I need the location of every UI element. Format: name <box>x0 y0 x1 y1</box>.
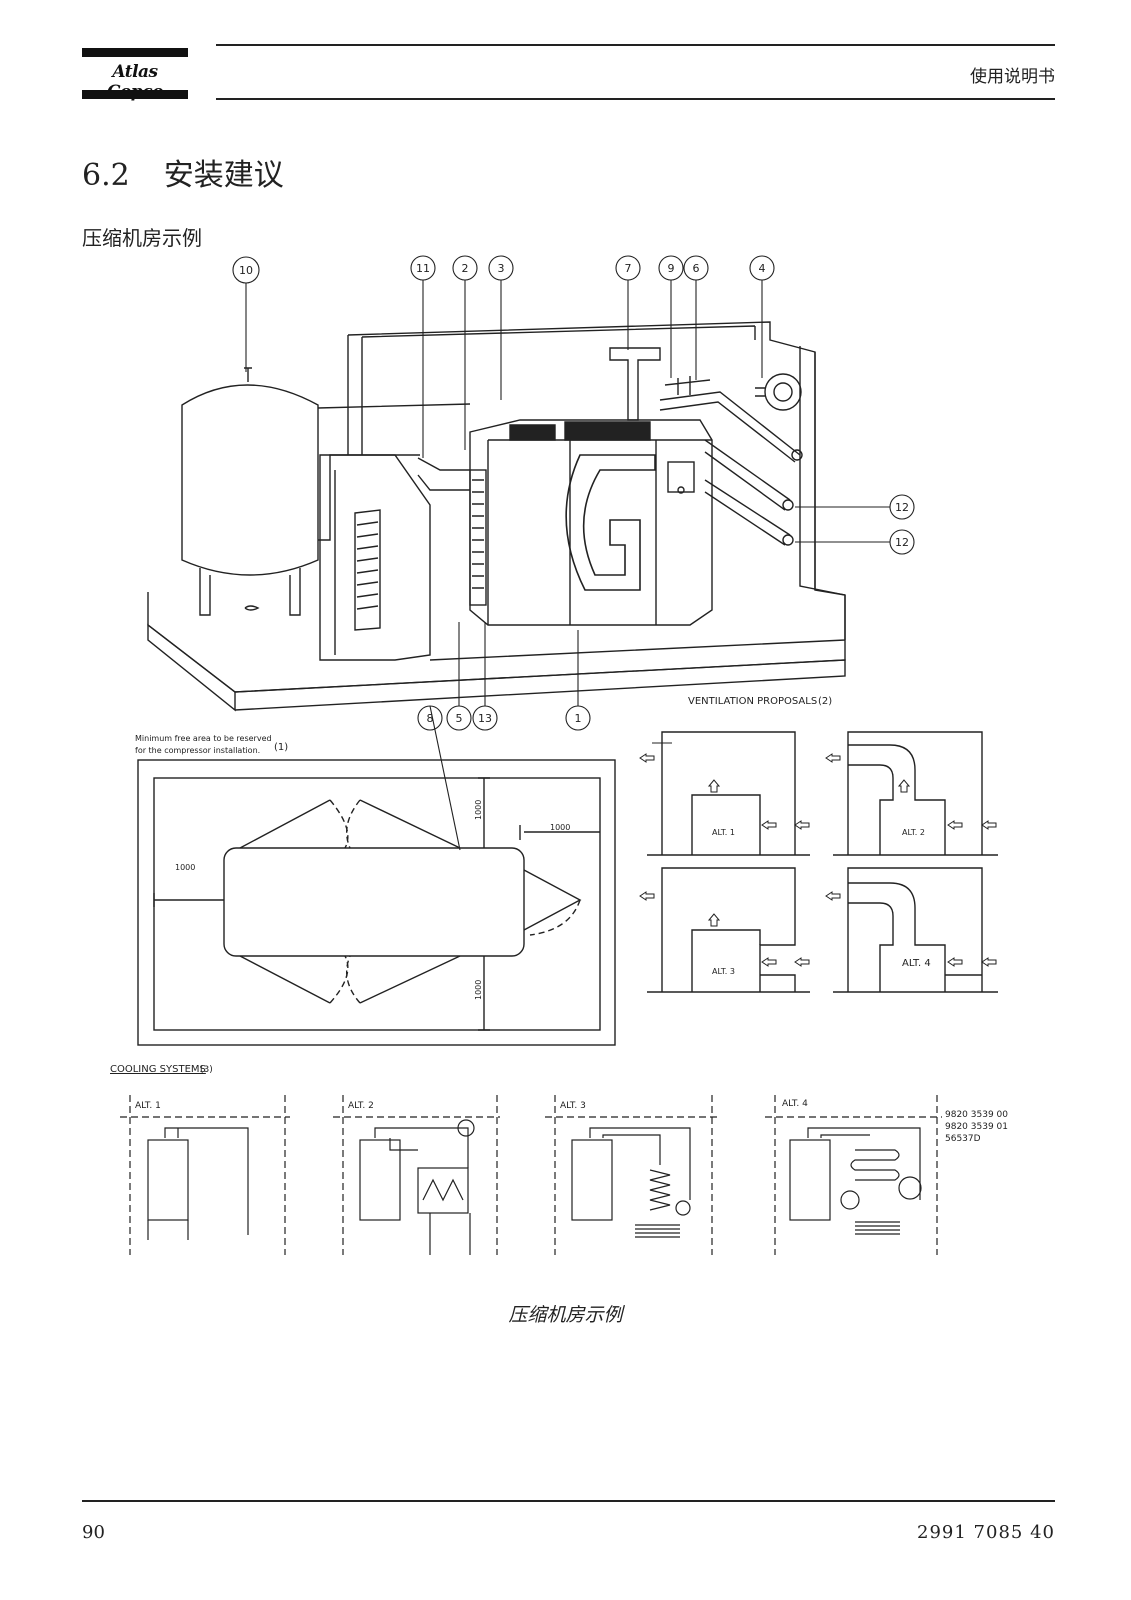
callout-label: 1 <box>575 712 582 725</box>
callout-label: 3 <box>498 262 505 275</box>
vent-alt-label: ALT. 2 <box>902 828 925 837</box>
cooling-alt-4 <box>765 1095 942 1255</box>
cooling-ref: (3) <box>200 1065 213 1075</box>
cooling-alt-label: ALT. 4 <box>782 1099 808 1109</box>
vent-alt-1 <box>647 731 810 856</box>
dim-right: 1000 <box>550 823 570 832</box>
free-area-labels: Minimum free area to be reserved for the… <box>135 734 570 1000</box>
ventilation-labels: VENTILATION PROPOSALS (2) ALT. 1 ALT. 2 … <box>688 696 931 976</box>
callout-1 <box>565 630 591 731</box>
logo-bar-top <box>82 48 188 57</box>
drawing-ref: 9820 3539 01 <box>945 1122 1008 1132</box>
vent-arrows <box>639 753 997 967</box>
vent-alt-4 <box>833 867 998 993</box>
room-3d-drawing <box>147 321 846 712</box>
vent-alt-3 <box>647 867 810 993</box>
cooling-alt-3 <box>545 1095 718 1255</box>
callout-12b <box>795 529 915 555</box>
ventilation-title: VENTILATION PROPOSALS <box>688 696 817 707</box>
callout-3 <box>488 255 514 400</box>
compressor-room-figure: 10 11 2 3 7 9 6 4 12 12 8 5 13 1 Minimum… <box>110 255 1008 1255</box>
compressor-unit <box>417 419 713 626</box>
cooling-labels: COOLING SYSTEMS (3) ALT. 1 ALT. 2 ALT. 3… <box>110 1064 1008 1144</box>
header-rule-top <box>216 44 1055 46</box>
air-receiver-tank <box>181 367 471 616</box>
drawing-ref: 56537D <box>945 1134 981 1144</box>
free-area-note-ref: (1) <box>274 742 288 753</box>
callout-7 <box>615 255 641 350</box>
exhaust-duct <box>609 347 661 421</box>
fan-wall <box>755 373 802 411</box>
section-number: 6.2 <box>82 158 130 193</box>
callout-13 <box>472 622 498 731</box>
atlas-copco-logo: Atlas Copco <box>82 48 188 102</box>
figure-subtitle: 压缩机房示例 <box>82 226 202 250</box>
callout-6 <box>683 255 709 380</box>
ventilation-proposals <box>639 731 998 993</box>
callout-4 <box>749 255 775 378</box>
cooling-title: COOLING SYSTEMS <box>110 1064 206 1075</box>
cooling-alt-1 <box>120 1095 290 1255</box>
cooling-systems <box>120 1095 942 1255</box>
free-area-note-1: Minimum free area to be reserved <box>135 734 272 743</box>
free-area-note-2: for the compressor installation. <box>135 746 260 755</box>
callout-2 <box>452 255 478 450</box>
callout-label: 8 <box>427 712 434 725</box>
header-title: 使用说明书 <box>970 67 1055 87</box>
vent-alt-label: ALT. 1 <box>712 828 735 837</box>
callout-label: 10 <box>239 264 253 277</box>
vent-alt-2 <box>833 731 998 856</box>
callout-labels: 10 11 2 3 7 9 6 4 12 12 8 5 13 1 <box>239 262 909 725</box>
callout-label: 11 <box>416 262 430 275</box>
callout-label: 7 <box>625 262 632 275</box>
callout-label: 12 <box>895 501 909 514</box>
header-rule-bottom <box>216 98 1055 100</box>
callout-9 <box>658 255 684 378</box>
dim-left: 1000 <box>175 863 195 872</box>
ventilation-ref: (2) <box>818 696 832 707</box>
callout-label: 12 <box>895 536 909 549</box>
cooling-alt-label: ALT. 2 <box>348 1101 374 1111</box>
cooling-alt-2 <box>333 1095 500 1255</box>
callout-label: 4 <box>759 262 766 275</box>
vent-alt-label: ALT. 4 <box>902 958 931 969</box>
dim-top: 1000 <box>474 800 483 820</box>
page-number: 90 <box>82 1522 105 1543</box>
callout-10 <box>232 256 260 372</box>
callout-5 <box>446 622 472 731</box>
section-title: 安装建议 <box>163 158 284 193</box>
section-heading: 6.2 安装建议 <box>82 150 284 194</box>
callout-label: 5 <box>456 712 463 725</box>
pipes-right <box>659 376 803 546</box>
footer-rule <box>82 1500 1055 1502</box>
callout-12a <box>795 494 915 520</box>
cooling-alt-label: ALT. 1 <box>135 1101 161 1111</box>
vent-alt-label: ALT. 3 <box>712 967 735 976</box>
figure-caption: 压缩机房示例 <box>508 1304 623 1326</box>
callout-11 <box>410 255 436 458</box>
free-area-plan <box>137 759 616 1046</box>
document-number: 2991 7085 40 <box>917 1522 1055 1543</box>
callout-label: 13 <box>478 712 492 725</box>
cooling-alt-label: ALT. 3 <box>560 1101 586 1111</box>
callout-label: 9 <box>668 262 675 275</box>
drawing-ref: 9820 3539 00 <box>945 1110 1008 1120</box>
louver-grille <box>354 509 381 631</box>
callout-label: 6 <box>693 262 700 275</box>
dim-bottom: 1000 <box>474 980 483 1000</box>
callout-label: 2 <box>462 262 469 275</box>
logo-bar-bottom <box>82 90 188 99</box>
